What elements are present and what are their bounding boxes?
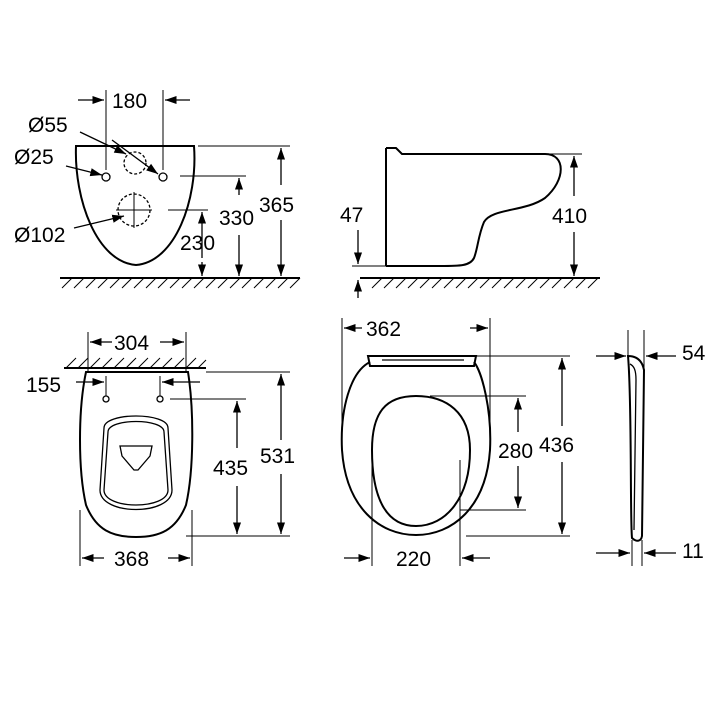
hole-55 bbox=[123, 151, 147, 175]
dim-435: 435 bbox=[213, 457, 248, 480]
floor-hatch bbox=[61, 277, 301, 289]
dim-368: 368 bbox=[114, 548, 149, 571]
floor-hatch bbox=[371, 277, 599, 289]
seat-top-view: 362 280 436 220 bbox=[340, 318, 574, 571]
bowl-inner-rim bbox=[103, 420, 169, 506]
seat-profile-outline bbox=[626, 354, 646, 542]
bowl-rim bbox=[99, 415, 173, 511]
dim-531: 531 bbox=[260, 445, 295, 468]
seat-hinge bbox=[366, 355, 478, 367]
fixing-hole-left bbox=[102, 395, 110, 403]
seat-opening bbox=[370, 394, 472, 528]
dim-54: 54 bbox=[682, 342, 706, 365]
drain-shield bbox=[119, 445, 153, 471]
seat-profile-inner bbox=[629, 363, 637, 531]
dim-155: 155 bbox=[26, 374, 61, 397]
dim-330: 330 bbox=[219, 207, 254, 230]
dim-dia-55: Ø55 bbox=[28, 114, 68, 137]
seat-outer bbox=[340, 361, 492, 537]
bowl-profile bbox=[386, 147, 562, 267]
dim-230: 230 bbox=[180, 232, 215, 255]
dim-220: 220 bbox=[396, 548, 431, 571]
bowl-outline bbox=[74, 145, 196, 267]
bowl-plan-outline bbox=[79, 371, 194, 539]
seat-profile-view: 54 11 bbox=[596, 330, 706, 566]
dim-304: 304 bbox=[114, 332, 149, 355]
dim-11: 11 bbox=[682, 540, 704, 563]
hole-25-left bbox=[101, 172, 111, 182]
dim-365: 365 bbox=[259, 194, 294, 217]
dim-47: 47 bbox=[340, 204, 363, 227]
dim-dia-25: Ø25 bbox=[14, 146, 54, 169]
dim-362: 362 bbox=[366, 318, 401, 341]
dim-dia-102: Ø102 bbox=[14, 224, 65, 247]
dim-180: 180 bbox=[112, 90, 147, 113]
front-elevation-view: 180 Ø55 Ø25 Ø102 230 330 365 bbox=[14, 90, 301, 289]
side-elevation-view: 47 410 bbox=[340, 147, 600, 298]
dim-280: 280 bbox=[498, 440, 533, 463]
dim-436: 436 bbox=[539, 434, 574, 457]
dim-410: 410 bbox=[552, 205, 587, 228]
wall-hatch bbox=[65, 357, 207, 369]
top-plan-view: 304 155 435 531 368 bbox=[26, 332, 295, 571]
hole-25-right bbox=[158, 172, 168, 182]
fixing-hole-right bbox=[156, 395, 164, 403]
